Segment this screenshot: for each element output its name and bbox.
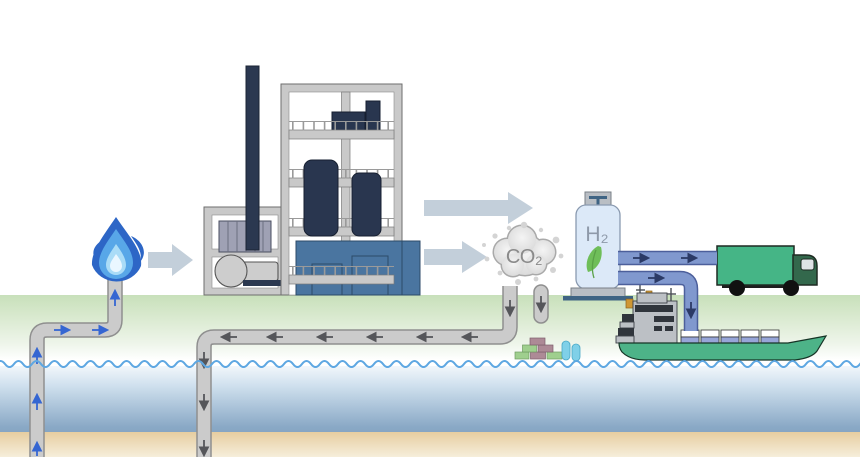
- leaf-icon: [586, 246, 602, 272]
- chimney: [245, 65, 260, 251]
- h2-tank-icon: H₂: [563, 191, 633, 301]
- arrow-gas-to-plant: [148, 244, 193, 276]
- co2-label: CO₂: [506, 246, 542, 268]
- processing-plant-icon: [203, 65, 421, 296]
- h2-label: H₂: [585, 223, 608, 246]
- ship-superstructure: [615, 292, 678, 344]
- pipe-h2-to-ship: [618, 270, 699, 331]
- waterline: [0, 360, 860, 368]
- cargo-ship-icon: [615, 283, 828, 361]
- gas-pipeline: [29, 277, 123, 457]
- truck-icon: [716, 245, 818, 296]
- gas-flame-icon: [91, 217, 144, 282]
- arrow-plant-to-co2: [424, 241, 487, 273]
- ship-hull: [618, 335, 828, 361]
- arrow-plant-to-h2: [424, 192, 533, 224]
- ship-containers: [680, 329, 780, 347]
- sea-water: [0, 366, 860, 432]
- seabed-sand: [0, 432, 860, 457]
- co2-injection-pipeline: [196, 286, 518, 457]
- co2-cloud-icon: CO₂: [482, 221, 564, 285]
